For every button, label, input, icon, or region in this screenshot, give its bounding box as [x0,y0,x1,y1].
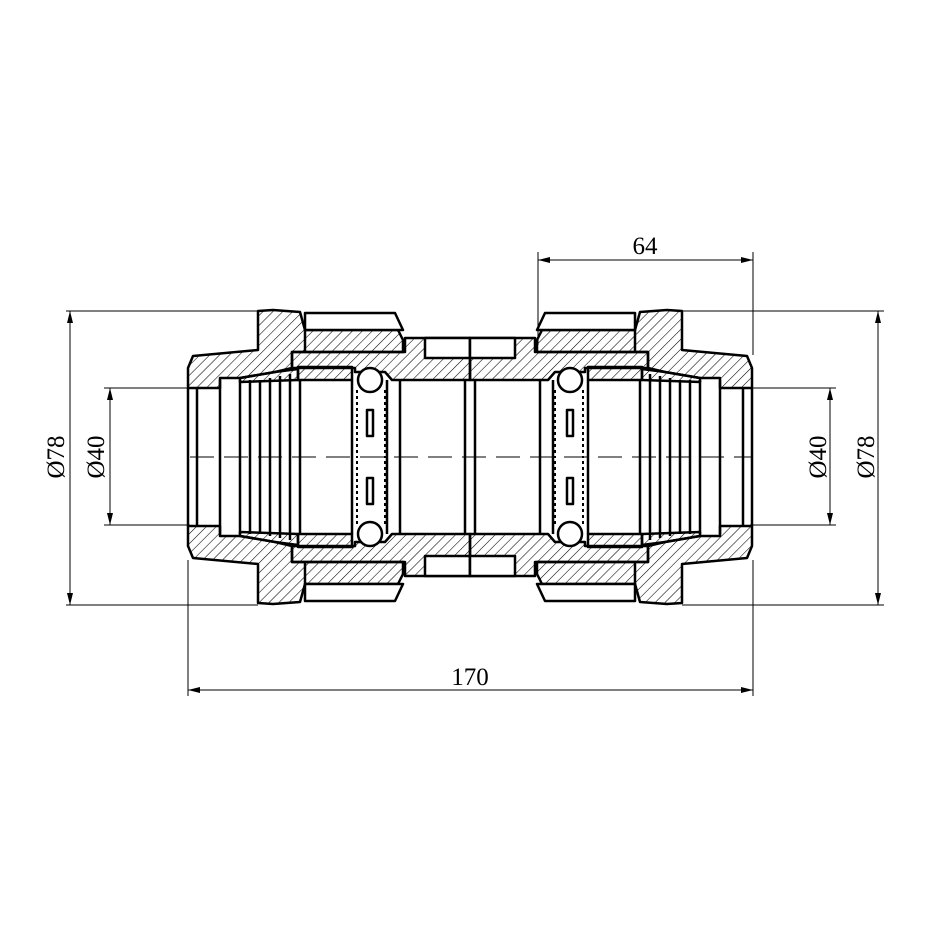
dimension-right-outer-diameter: Ø78 [853,435,880,478]
body-slot [423,554,472,578]
slot-mark [365,476,375,506]
grip-ring [586,532,644,549]
nut-recess [535,582,637,603]
dimension-overall-length: 170 [451,664,489,691]
nut-recess [535,311,637,332]
dimension-top-length: 64 [633,233,659,260]
o-ring-ball [356,520,384,548]
o-ring-ball [356,366,384,394]
union-nut [186,308,405,390]
grip-ring [586,365,644,382]
slot-mark [565,408,575,438]
union-nut [186,524,405,606]
grip-ring [296,365,354,382]
dimension-lines [66,252,884,696]
o-ring-ball [556,366,584,394]
body-slot [468,336,517,360]
o-ring-ball [556,520,584,548]
body-slot [423,336,472,360]
dimension-left-inner-diameter: Ø40 [83,435,110,478]
union-nut [535,524,754,606]
nut-recess [303,311,405,332]
nut-recess [303,582,405,603]
union-nut [535,308,754,390]
slot-mark [365,408,375,438]
slot-mark [565,476,575,506]
dimension-left-outer-diameter: Ø78 [43,435,70,478]
coupling-section [186,308,754,606]
dimension-right-inner-diameter: Ø40 [805,435,832,478]
body-slot [468,554,517,578]
grip-ring [296,532,354,549]
